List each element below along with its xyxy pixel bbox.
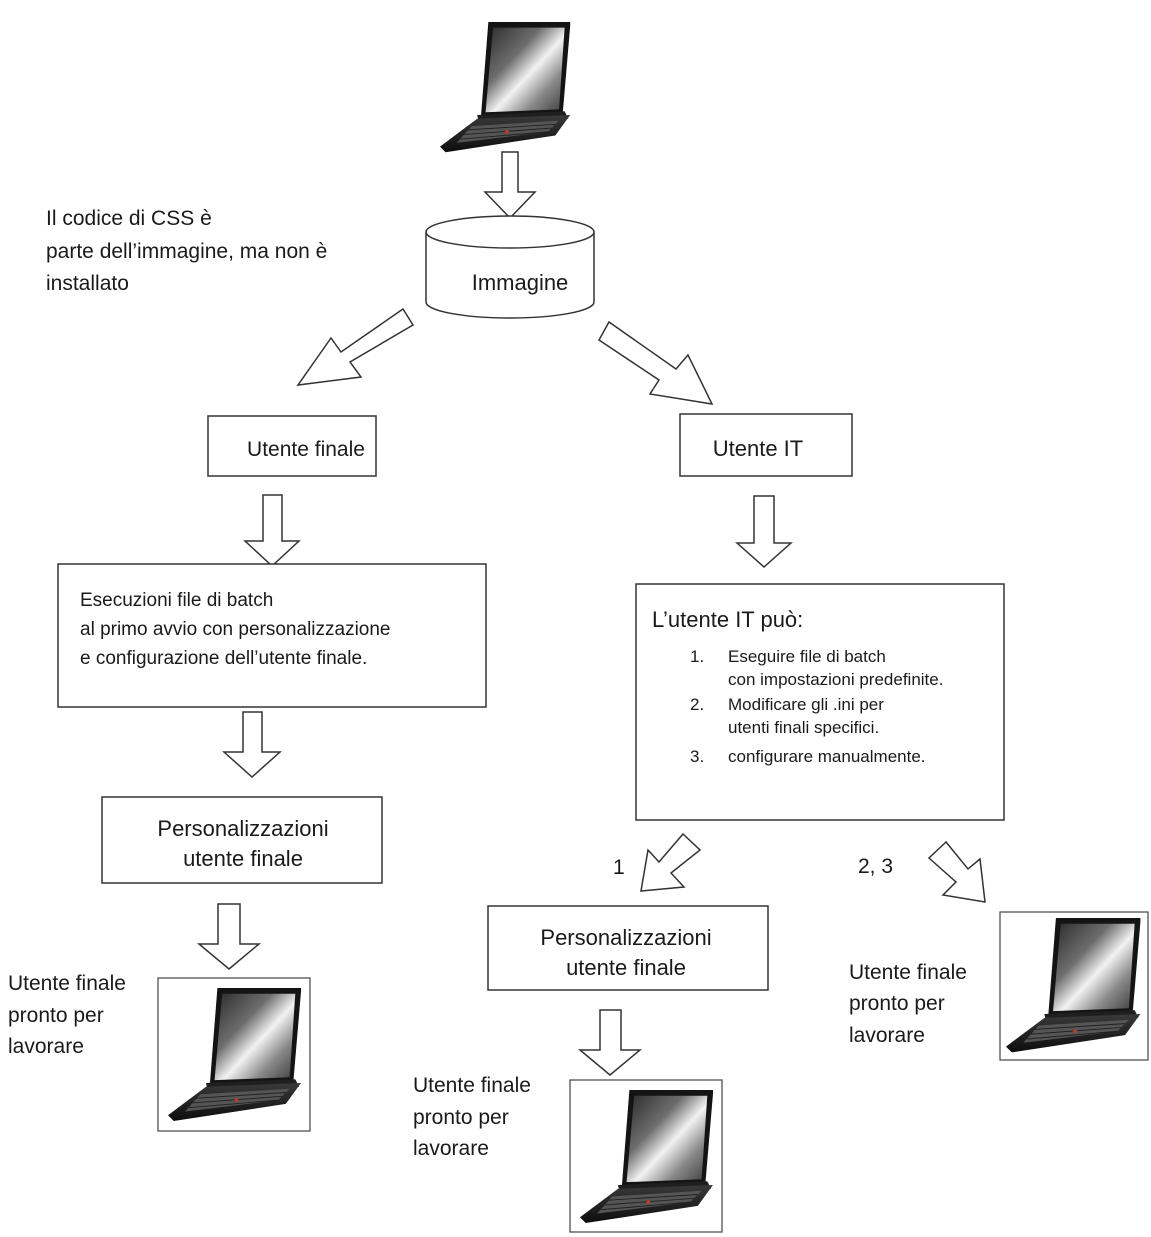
arrow-down-icon [577,1009,643,1076]
customizations-right-line-2: utente finale [566,955,686,980]
customizations-left-line-1: Personalizzazioni [157,816,328,841]
customizations-box-right [487,905,769,991]
arrow-down-right-icon [927,840,986,903]
it-options-title: L’utente IT può: [652,607,803,632]
it-user-box-label: Utente IT [713,436,803,461]
end-user-box-label: Utente finale [247,438,365,461]
ready-mid-line-1: Utente finale [413,1074,531,1097]
customizations-right-line-1: Personalizzazioni [540,925,711,950]
batch-box-line-3: e configurazione dell’utente finale. [80,648,367,669]
arrow-down-left-icon [640,832,702,892]
end-user-box [207,415,377,477]
it-user-box [679,413,853,477]
arrow-down-right-icon [598,320,714,405]
ready-left-line-2: pronto per [8,1004,104,1027]
arrow-down-icon [483,151,537,220]
batch-box-line-1: Esecuzioni file di batch [80,590,273,611]
it-option-3-line-1: configurare manualmente. [728,747,926,766]
ready-left-line-3: lavorare [8,1035,84,1058]
ready-right-line-1: Utente finale [849,961,967,984]
it-option-2-line-1: Modificare gli .ini per [728,695,884,714]
arrow-down-icon [735,495,793,569]
it-option-1-line-2: con impostazioni predefinite. [728,670,943,689]
arrow-down-icon [196,903,262,970]
note-line-3: installato [46,272,129,295]
it-options-box [635,583,1005,821]
batch-execution-box [57,563,487,708]
path-2-3-label: 2, 3 [858,855,893,878]
ready-left-line-1: Utente finale [8,972,126,995]
database-cylinder-icon [425,215,595,319]
batch-box-line-2: al primo avvio con personalizzazione [80,619,391,640]
it-option-1-number: 1. [690,647,704,666]
ready-right-line-2: pronto per [849,992,945,1015]
ready-mid-line-2: pronto per [413,1106,509,1129]
customizations-box-left [101,796,383,884]
arrow-down-left-icon [296,307,415,386]
it-option-3-number: 3. [690,747,704,766]
note-line-1: Il codice di CSS è [46,207,212,230]
customizations-left-line-2: utente finale [183,846,303,871]
it-option-2-number: 2. [690,695,704,714]
image-store-label: Immagine [472,270,569,295]
ready-mid-line-3: lavorare [413,1137,489,1160]
ready-right-line-3: lavorare [849,1024,925,1047]
note-line-2: parte dell’immagine, ma non è [46,240,327,263]
laptop-icon [439,21,571,153]
it-option-2-line-2: utenti finali specifici. [728,718,879,737]
it-option-1-line-1: Eseguire file di batch [728,647,886,666]
arrow-down-icon [243,494,301,568]
arrow-down-icon [222,711,282,779]
path-1-label: 1 [613,856,625,879]
